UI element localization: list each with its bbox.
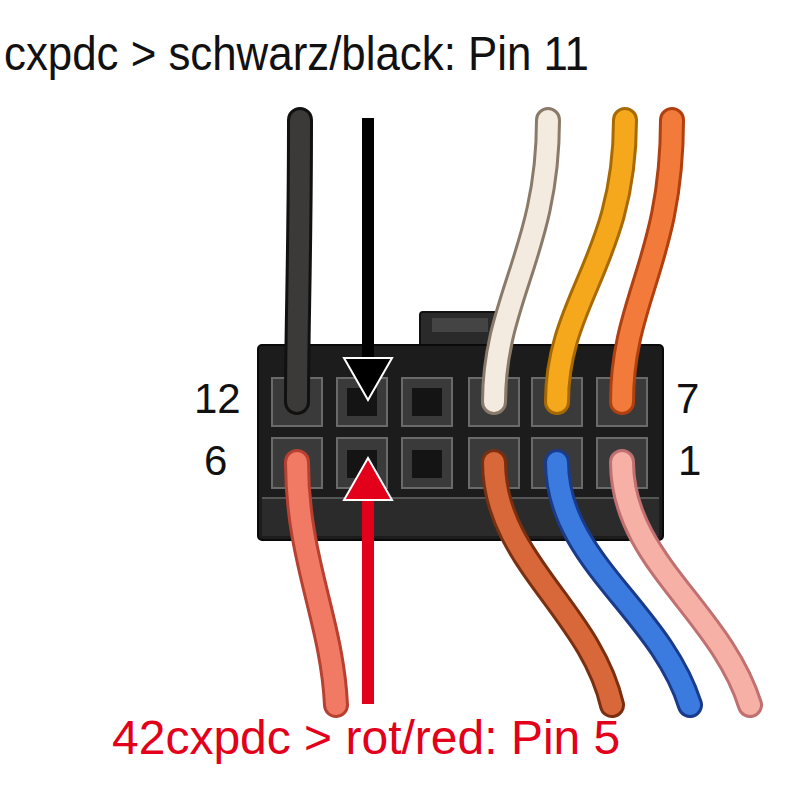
pin-number: 1 — [678, 438, 701, 484]
housing-edge — [262, 497, 659, 499]
pin-number: 6 — [204, 438, 227, 484]
latch-detail — [432, 318, 488, 332]
empty-cavity-inner — [347, 388, 442, 478]
pin-number: 7 — [676, 376, 699, 422]
housing-flange — [262, 498, 659, 536]
pin-number: 12 — [194, 376, 241, 422]
wire-note: cxpdc > schwarz/black: Pin 11 — [4, 28, 589, 81]
pin-cavities — [272, 378, 647, 488]
connector-housing — [258, 345, 663, 540]
wires-top — [297, 120, 672, 402]
black-arrow — [344, 118, 392, 400]
wire-note: 42cxpdc > rot/red: Pin 5 — [112, 712, 620, 765]
red-arrow — [344, 458, 392, 704]
